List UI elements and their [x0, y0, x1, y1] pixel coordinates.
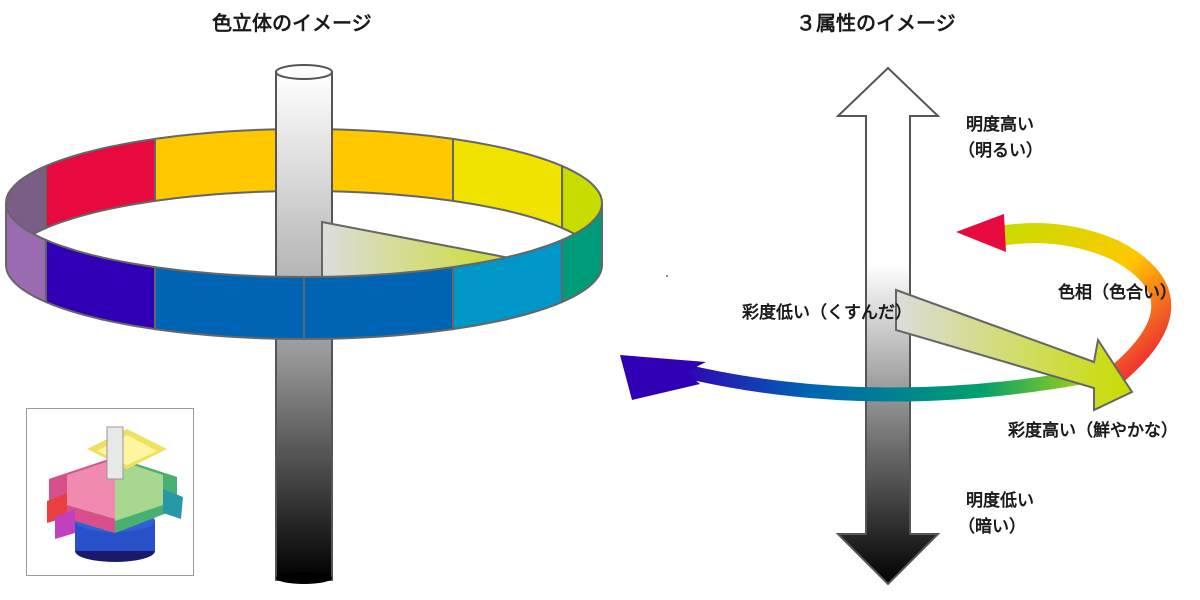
color-solid-title: 色立体のイメージ [212, 11, 372, 35]
hue-ring-front-segment [561, 202, 603, 304]
cylinder-bottom [276, 572, 332, 584]
color-solid-diagram [5, 64, 603, 584]
hue-ring-front [5, 202, 603, 341]
lightness-arrow [835, 66, 941, 586]
lightness-high-line-2: （明るい） [958, 141, 1043, 161]
lightness-high-label: 明度高い （明るい） [958, 112, 1043, 164]
attributes-title: ３属性のイメージ [796, 11, 956, 35]
cylinder-top [275, 64, 333, 80]
chroma-low-label: 彩度低い（くすんだ） [742, 303, 912, 323]
color-solid-icon [47, 426, 183, 562]
center-dot [666, 275, 668, 277]
hue-arrow-head-left [620, 355, 706, 400]
chroma-arrow [895, 288, 1134, 412]
lightness-low-label: 明度低い （暗い） [958, 488, 1034, 540]
chroma-high-label: 彩度高い（鮮やかな） [1008, 421, 1178, 441]
hue-arrow-head-top [956, 214, 1006, 252]
hue-label: 色相（色合い） [1058, 283, 1177, 303]
hue-arrow-upper [998, 223, 1172, 388]
color-solid-thumbnail [26, 408, 194, 576]
lightness-low-line-2: （暗い） [958, 517, 1026, 537]
hue-arrow-lower [673, 363, 1117, 402]
lightness-high-line-1: 明度高い [966, 115, 1034, 135]
lightness-low-line-1: 明度低い [966, 491, 1034, 511]
